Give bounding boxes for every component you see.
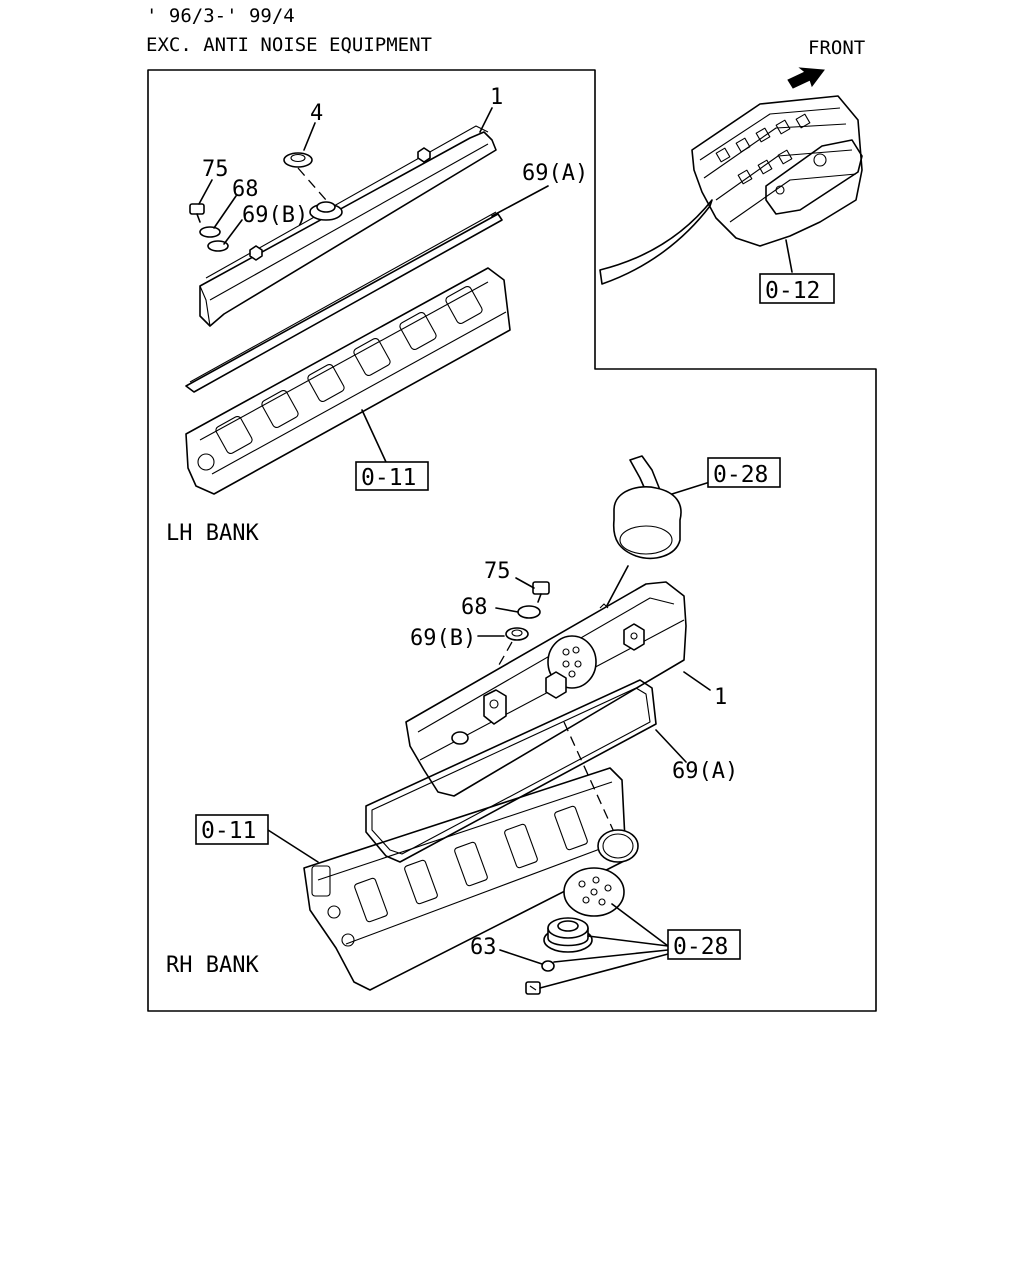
lh-bank-label: LH BANK xyxy=(166,521,259,546)
front-label: FRONT xyxy=(808,37,865,59)
lh-gasket xyxy=(185,213,503,393)
rh-oring xyxy=(597,829,639,863)
rh-label-washer: 68 xyxy=(461,595,488,620)
lh-label-seal-b: 69(B) xyxy=(242,203,308,228)
lh-label-bolt: 75 xyxy=(202,157,229,182)
lh-grommet xyxy=(283,152,313,168)
ref-box-lh-0-11[interactable] xyxy=(355,461,429,491)
ref-label-0-12[interactable]: 0-12 xyxy=(765,278,820,304)
rh-cap-bolt xyxy=(525,981,541,995)
ref-box-rh-0-11[interactable] xyxy=(195,814,269,845)
lh-label-washer: 68 xyxy=(232,177,259,202)
rh-cylinder-head xyxy=(303,767,627,991)
lh-washer xyxy=(199,226,221,238)
rh-label-clip: 63 xyxy=(470,935,497,960)
rh-seal xyxy=(505,627,529,641)
ref-label-rh-cap-0-28[interactable]: 0-28 xyxy=(673,934,728,960)
inset-engine-view xyxy=(599,95,863,285)
rh-breather xyxy=(612,455,682,560)
rh-label-bolt: 75 xyxy=(484,559,511,584)
lh-cylinder-head xyxy=(185,267,511,495)
ref-box-rh-cap-0-28[interactable] xyxy=(667,929,741,960)
lh-label-gasket-a: 69(A) xyxy=(522,161,588,186)
rh-label-cover: 1 xyxy=(714,685,727,710)
variant-text: EXC. ANTI NOISE EQUIPMENT xyxy=(146,34,432,56)
lh-seal xyxy=(207,240,229,252)
rh-bolt xyxy=(532,581,550,603)
ref-box-rh-breather-0-28[interactable] xyxy=(707,457,781,488)
lh-rocker-cover xyxy=(199,125,497,327)
front-arrow-icon xyxy=(787,67,825,89)
rh-label-gasket-a: 69(A) xyxy=(672,759,738,784)
rh-clip xyxy=(541,960,555,972)
lh-label-cover: 1 xyxy=(490,85,503,110)
ref-box-0-12[interactable] xyxy=(759,273,835,304)
lh-bolt xyxy=(189,203,205,223)
ref-label-lh-0-11[interactable]: 0-11 xyxy=(361,465,416,491)
diagram-frame xyxy=(147,69,877,1012)
rh-bank-label: RH BANK xyxy=(166,953,259,978)
rh-washer xyxy=(517,605,541,619)
lh-label-grommet: 4 xyxy=(310,101,323,126)
rh-label-seal-b: 69(B) xyxy=(410,626,476,651)
date-range-text: ' 96/3-' 99/4 xyxy=(146,5,295,27)
rh-breather-cap xyxy=(543,917,593,953)
ref-label-rh-breather-0-28[interactable]: 0-28 xyxy=(713,462,768,488)
rh-rocker-cover xyxy=(405,581,687,797)
ref-label-rh-0-11[interactable]: 0-11 xyxy=(201,818,256,844)
rh-baffle-disc xyxy=(563,867,625,917)
rh-gasket xyxy=(365,679,657,863)
